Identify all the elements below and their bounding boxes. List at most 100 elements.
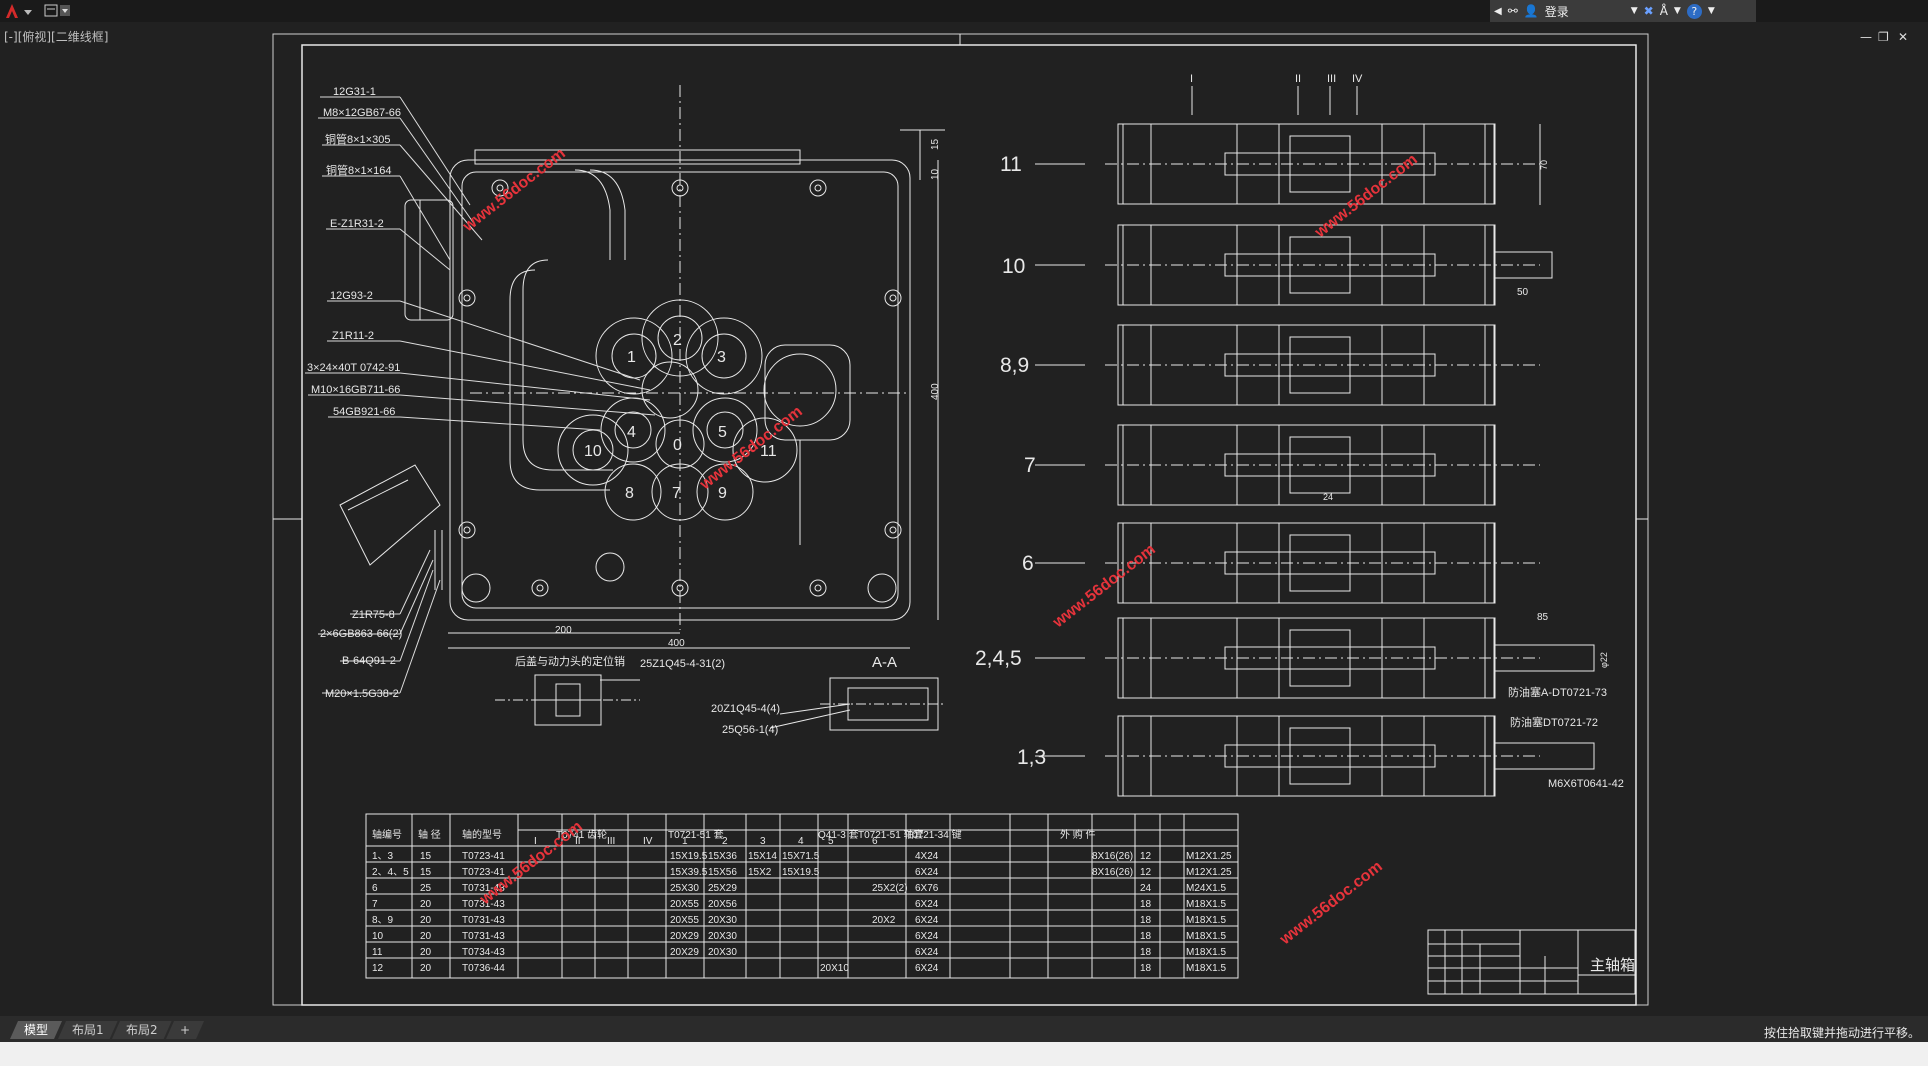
gear-number: 4 [627, 424, 636, 441]
chevron-down-icon[interactable]: ▼ [1630, 6, 1638, 16]
table-cell: M12X1.25 [1186, 851, 1232, 862]
watermark-2: www.56doc.com [1311, 151, 1421, 242]
command-line-area[interactable] [0, 1042, 1928, 1066]
table-cell: M18X1.5 [1186, 963, 1226, 974]
table-cell: 15X36 [708, 851, 737, 862]
table-cell: 20 [420, 963, 432, 974]
binoculars-icon[interactable]: ⚯ [1507, 4, 1518, 18]
sheet-inner-border [301, 44, 1637, 1006]
workspace-icon [44, 4, 70, 17]
dim-24: 24 [1323, 492, 1333, 502]
table-header: Q41-3 套 [818, 828, 859, 841]
close-button[interactable]: ✕ [1898, 30, 1909, 44]
table-cell: T0736-44 [462, 963, 505, 974]
table-cell: 20X55 [670, 899, 699, 910]
callout-label: 2×6GB863-66(2) [320, 628, 402, 640]
table-cell: 18 [1140, 899, 1152, 910]
note-locating-pin: 后盖与动力头的定位销 [515, 654, 625, 668]
shaft-245-extension [1493, 644, 1595, 672]
note-oil-plug-a: 防油塞A-DT0721-73 [1508, 685, 1607, 699]
table-cell: 24 [1140, 883, 1152, 894]
table-header: T0741 齿轮 [556, 828, 607, 841]
table-cell: 15X19.5 [782, 867, 820, 878]
table-cell: 6X24 [915, 963, 939, 974]
account-toolbar: ◀ ⚯ 👤 登录 ▼ ✖ Å ▼ ? ▼ [1490, 0, 1756, 22]
gear-number: 0 [673, 437, 682, 454]
note-oil-plug: 防油塞DT0721-72 [1510, 715, 1598, 729]
table-cell: M18X1.5 [1186, 915, 1226, 926]
callout-label: 54GB921-66 [333, 406, 395, 418]
table-cell: T0731-43 [462, 931, 505, 942]
shaft-10-extension [1493, 251, 1553, 279]
tab-add-layout[interactable]: + [166, 1021, 204, 1039]
table-cell: T0723-41 [462, 851, 505, 862]
callout-label: M10×16GB711-66 [311, 384, 400, 396]
watermark-6: www.56doc.com [1276, 858, 1386, 949]
callout-label: M20×1.5G38-2 [325, 688, 399, 700]
section-aa-label: A-A [872, 654, 897, 671]
dim-15: 15 [930, 138, 941, 150]
table-header: 轴编号 [372, 828, 402, 841]
arrow-left-icon[interactable]: ◀ [1494, 5, 1502, 17]
table-cell: 7 [372, 899, 378, 910]
table-cell: M18X1.5 [1186, 947, 1226, 958]
dim-400-horizontal: 400 [668, 638, 685, 649]
title-block [1427, 929, 1636, 995]
quick-access-button[interactable] [42, 2, 72, 20]
table-cell: 25X30 [670, 883, 699, 894]
help-button[interactable]: ? [1686, 3, 1702, 19]
gear-number: 5 [718, 424, 727, 441]
note-20z1q45: 20Z1Q45-4(4) [711, 703, 780, 715]
dim-85: 85 [1537, 612, 1549, 623]
table-cell: 2、4、5 [372, 867, 409, 878]
gear-number: 2 [673, 332, 682, 349]
table-header: 轴的型号 [462, 828, 502, 841]
login-button[interactable]: 登录 [1544, 4, 1569, 19]
table-frame [365, 813, 1239, 979]
gear-number: 3 [717, 349, 726, 366]
tab-model[interactable]: 模型 [10, 1021, 62, 1039]
callout-label: Z1R11-2 [332, 330, 374, 342]
note-25q56: 25Q56-1(4) [722, 724, 778, 736]
shaft-13-extension [1493, 742, 1595, 770]
table-cell: 6X24 [915, 867, 939, 878]
dim-70: 70 [1539, 160, 1549, 170]
chevron-down-icon-3[interactable]: ▼ [1707, 6, 1715, 16]
table-cell: M12X1.25 [1186, 867, 1232, 878]
app-menu-button[interactable] [2, 2, 36, 20]
autodesk-a-icon[interactable]: Å [1659, 4, 1668, 18]
table-cell: 20 [420, 931, 432, 942]
gear-number: 9 [718, 485, 727, 502]
gearbox-front-view [339, 85, 945, 649]
section-aa-view [769, 677, 945, 731]
table-cell: 11 [372, 947, 383, 958]
callout-label: E-Z1R31-2 [330, 218, 384, 230]
gear-number: 10 [584, 443, 602, 460]
viewport-controls-label[interactable]: [-][俯视][二维线框] [4, 30, 109, 44]
callout-label: 铜管8×1×305 [325, 132, 390, 146]
tab-layout-1[interactable]: 布局1 [58, 1021, 118, 1039]
shaft-label: 10 [1002, 255, 1025, 278]
shaft-housing [1117, 424, 1495, 506]
callout-label: Z1R75-8 [352, 609, 395, 621]
table-cell: 20X2 [872, 915, 896, 926]
title-bar: ◀ ⚯ 👤 登录 ▼ ✖ Å ▼ ? ▼ [0, 0, 1928, 22]
table-cell: 18 [1140, 915, 1152, 926]
table-cell: T0731-43 [462, 915, 505, 926]
restore-button[interactable]: ❐ [1878, 30, 1889, 44]
table-cell: 20X30 [708, 947, 737, 958]
drawing-canvas[interactable]: 12G31-1M8×12GB67-66铜管8×1×305铜管8×1×164E-Z… [0, 22, 1928, 1020]
chevron-down-icon-2[interactable]: ▼ [1673, 6, 1681, 16]
exchange-icon[interactable]: ✖ [1643, 4, 1654, 18]
callout-label: M8×12GB67-66 [323, 107, 401, 119]
minimize-button[interactable]: — [1860, 30, 1872, 44]
table-cell: T0723-41 [462, 867, 505, 878]
dim-phi22: φ22 [1599, 652, 1609, 668]
note-m6x6: M6X6T0641-42 [1548, 778, 1624, 790]
tab-layout-2[interactable]: 布局2 [112, 1021, 172, 1039]
table-cell: 1、3 [372, 851, 394, 862]
parts-table [365, 813, 1239, 979]
roman-label: III [1327, 73, 1336, 85]
shaft-housing [1117, 123, 1495, 205]
table-cell: 15X2 [748, 867, 772, 878]
